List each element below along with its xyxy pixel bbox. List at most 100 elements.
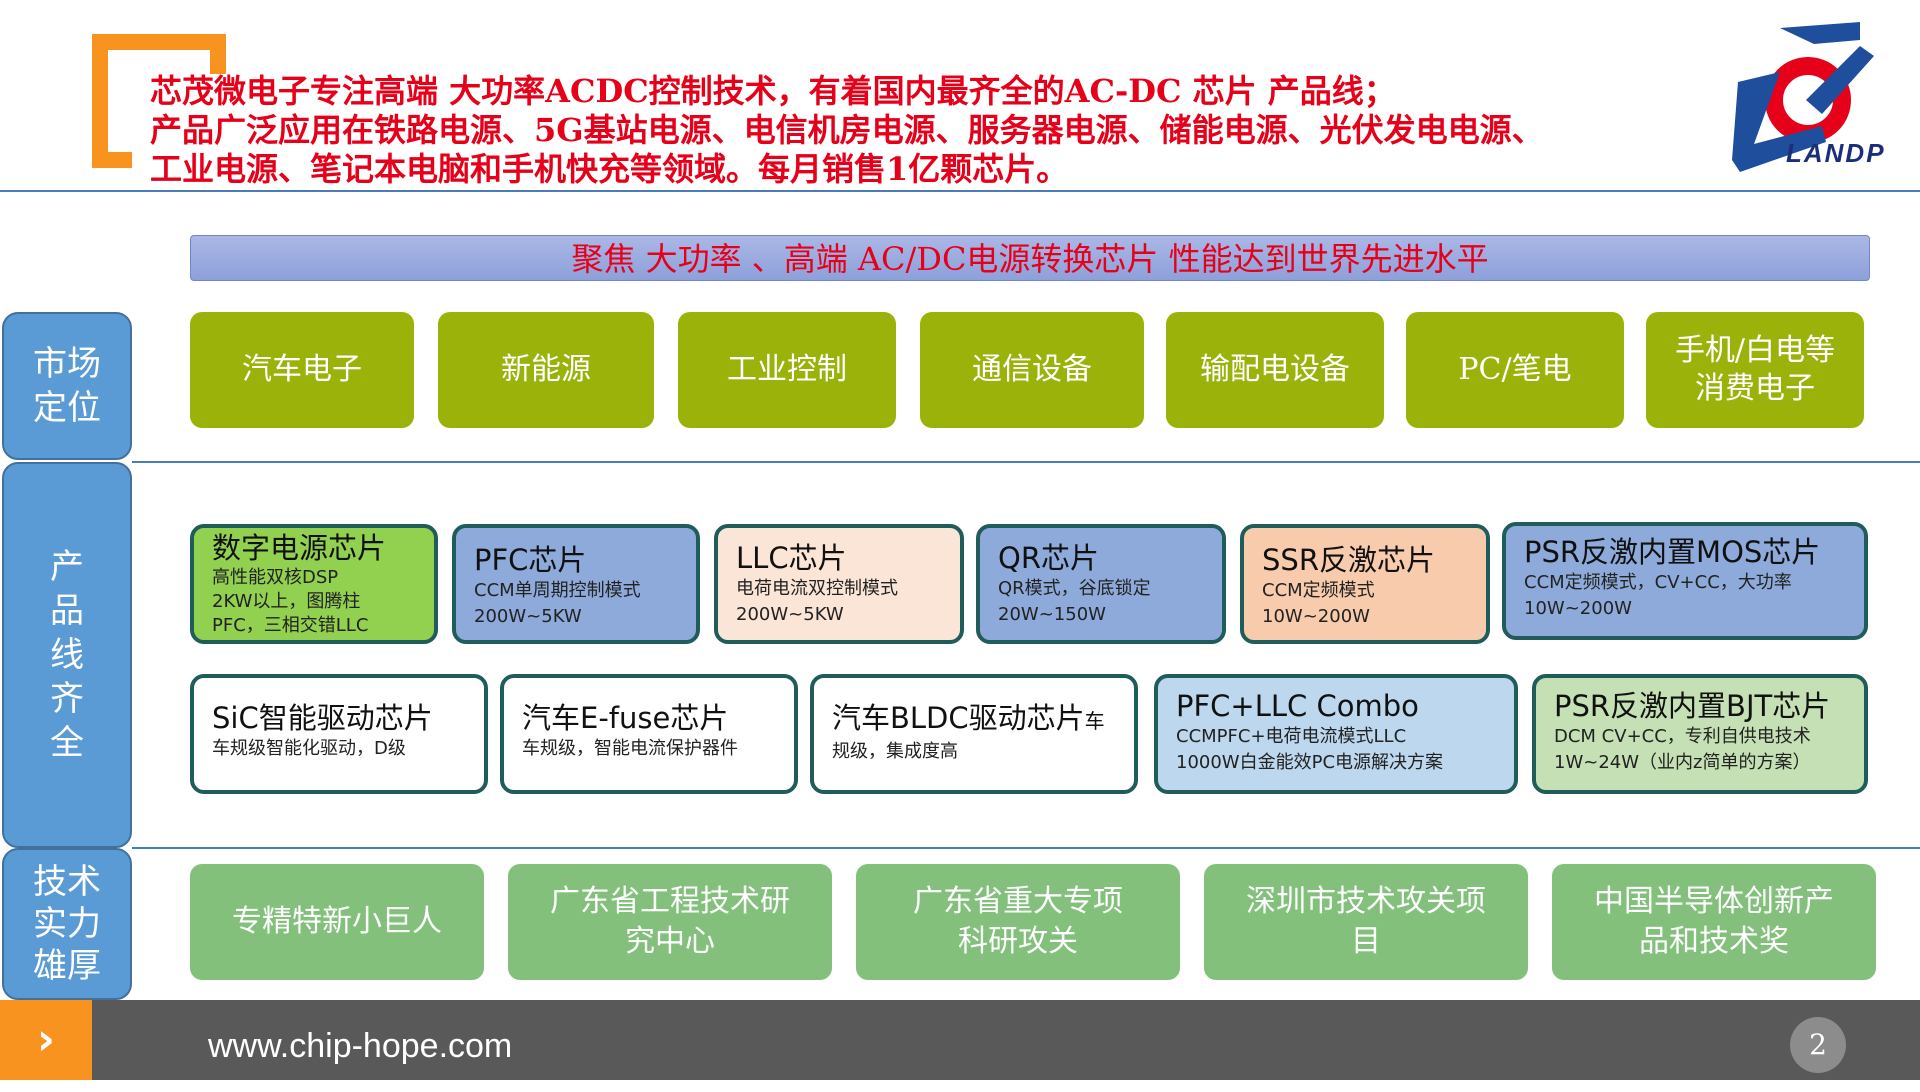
market-label: 新能源 — [501, 352, 591, 387]
chip-desc: CCM定频模式 — [1262, 580, 1375, 601]
bracket-decoration — [92, 34, 108, 168]
product-chip-psr-mos[interactable]: PSR反激内置MOS芯片 CCM定频模式，CV+CC，大功率 10W~200W — [1502, 522, 1868, 640]
market-tile-new-energy[interactable]: 新能源 — [438, 312, 654, 428]
product-chip-pfc-llc-combo[interactable]: PFC+LLC Combo CCMPFC+电荷电流模式LLC 1000W白金能效… — [1154, 674, 1518, 794]
tech-label: 品和技术奖 — [1639, 924, 1789, 959]
chip-title: PFC+LLC Combo — [1176, 689, 1419, 723]
product-chip-qr[interactable]: QR芯片 QR模式，谷底锁定 20W~150W — [976, 524, 1226, 644]
bracket-decoration-right — [210, 34, 226, 74]
market-tile-telecom[interactable]: 通信设备 — [920, 312, 1144, 428]
section-divider — [132, 461, 1920, 463]
tech-tile-major-project[interactable]: 广东省重大专项 科研攻关 — [856, 864, 1180, 980]
tech-label: 广东省工程技术研 — [550, 884, 790, 919]
logo-text: LANDP — [1786, 138, 1886, 168]
chip-desc: 10W~200W — [1262, 606, 1370, 627]
section-divider — [132, 847, 1920, 849]
tech-tile-little-giant[interactable]: 专精特新小巨人 — [190, 864, 484, 980]
bracket-decoration-bottom — [92, 152, 132, 168]
market-label: 手机/白电等 — [1674, 333, 1836, 368]
market-tile-power-distribution[interactable]: 输配电设备 — [1166, 312, 1384, 428]
tech-label: 专精特新小巨人 — [232, 904, 442, 939]
logo-mark-icon: LANDP — [1732, 22, 1886, 172]
chip-desc: 20W~150W — [998, 604, 1106, 625]
chip-desc: CCM单周期控制模式 — [474, 580, 641, 601]
market-tile-consumer[interactable]: 手机/白电等 消费电子 — [1646, 312, 1864, 428]
product-chip-sic-driver[interactable]: SiC智能驱动芯片 车规级智能化驱动，D级 — [190, 674, 488, 794]
category-label: 雄厚 — [33, 946, 101, 986]
tech-tile-shenzhen-project[interactable]: 深圳市技术攻关项 目 — [1204, 864, 1528, 980]
chip-desc: 200W~5KW — [736, 604, 844, 625]
product-chip-efuse[interactable]: 汽车E-fuse芯片 车规级，智能电流保护器件 — [500, 674, 798, 794]
header-divider — [0, 190, 1920, 192]
category-label: 品 — [50, 591, 84, 631]
chip-desc: 车规级智能化驱动，D级 — [212, 738, 406, 759]
chip-title: PSR反激内置BJT芯片 — [1554, 689, 1831, 723]
chevron-right-icon[interactable]: › — [0, 1000, 92, 1080]
chip-title: SSR反激芯片 — [1262, 543, 1435, 577]
tech-label: 科研攻关 — [958, 924, 1078, 959]
company-logo: LANDP — [1710, 22, 1910, 172]
chip-title: 汽车E-fuse芯片 — [522, 701, 729, 735]
category-tech: 技术 实力 雄厚 — [2, 848, 132, 1000]
footer-bar — [0, 1000, 1920, 1080]
market-label: 汽车电子 — [242, 352, 362, 387]
chip-title-row: 汽车BLDC驱动芯片车 — [832, 700, 1116, 739]
tech-tile-innovation-award[interactable]: 中国半导体创新产 品和技术奖 — [1552, 864, 1876, 980]
product-chip-psr-bjt[interactable]: PSR反激内置BJT芯片 DCM CV+CC，专利自供电技术 1W~24W（业内… — [1532, 674, 1868, 794]
category-market: 市场 定位 — [2, 312, 132, 460]
chip-title: QR芯片 — [998, 541, 1099, 575]
category-label: 线 — [50, 635, 84, 675]
category-label: 市场 — [33, 344, 101, 384]
chip-desc: 2KW以上，图腾柱 — [212, 591, 361, 612]
chip-desc: 高性能双核DSP — [212, 567, 339, 588]
product-chip-ssr[interactable]: SSR反激芯片 CCM定频模式 10W~200W — [1240, 524, 1490, 644]
tech-label: 广东省重大专项 — [913, 884, 1123, 919]
product-chip-llc[interactable]: LLC芯片 电荷电流双控制模式 200W~5KW — [714, 524, 964, 644]
page-number: 2 — [1790, 1017, 1846, 1073]
product-chip-pfc[interactable]: PFC芯片 CCM单周期控制模式 200W~5KW — [452, 524, 700, 644]
intro-line: 芯茂微电子专注高端 大功率ACDC控制技术，有着国内最齐全的AC-DC 芯片 产… — [150, 72, 1396, 110]
chip-title: SiC智能驱动芯片 — [212, 701, 433, 735]
market-label: 工业控制 — [727, 352, 847, 387]
chip-title: 数字电源芯片 — [212, 531, 387, 565]
focus-banner: 聚焦 大功率 、高端 AC/DC电源转换芯片 性能达到世界先进水平 — [190, 235, 1870, 281]
website-link[interactable]: www.chip-hope.com — [208, 1027, 513, 1065]
chip-desc: 规级，集成度高 — [832, 741, 958, 762]
chip-desc: 电荷电流双控制模式 — [736, 578, 898, 599]
chip-desc: 10W~200W — [1524, 598, 1632, 619]
chip-desc: DCM CV+CC，专利自供电技术 — [1554, 726, 1811, 747]
market-label: 输配电设备 — [1200, 352, 1350, 387]
market-tile-industrial[interactable]: 工业控制 — [678, 312, 896, 428]
chip-desc: 1W~24W（业内z简单的方案） — [1554, 752, 1811, 773]
chip-desc: CCM定频模式，CV+CC，大功率 — [1524, 572, 1792, 593]
chip-title: 汽车BLDC驱动芯片 — [832, 701, 1085, 735]
chip-title: LLC芯片 — [736, 541, 847, 575]
product-chip-bldc[interactable]: 汽车BLDC驱动芯片车 规级，集成度高 — [810, 674, 1138, 794]
tech-tile-engineering-center[interactable]: 广东省工程技术研 究中心 — [508, 864, 832, 980]
chip-title: PSR反激内置MOS芯片 — [1524, 535, 1821, 569]
chip-desc: 200W~5KW — [474, 606, 582, 627]
category-label: 实力 — [33, 904, 101, 944]
product-chip-digital-power[interactable]: 数字电源芯片 高性能双核DSP 2KW以上，图腾柱 PFC，三相交错LLC — [190, 524, 438, 644]
market-tile-auto[interactable]: 汽车电子 — [190, 312, 414, 428]
market-label: PC/笔电 — [1458, 352, 1572, 387]
tech-label: 目 — [1351, 924, 1381, 959]
chip-desc: 车规级，智能电流保护器件 — [522, 738, 738, 759]
market-label: 消费电子 — [1694, 371, 1815, 406]
chip-desc: 1000W白金能效PC电源解决方案 — [1176, 752, 1444, 773]
category-label: 定位 — [33, 388, 101, 428]
market-label: 通信设备 — [972, 352, 1092, 387]
market-tile-pc[interactable]: PC/笔电 — [1406, 312, 1624, 428]
chip-desc: CCMPFC+电荷电流模式LLC — [1176, 726, 1407, 747]
chip-desc: QR模式，谷底锁定 — [998, 578, 1151, 599]
tech-label: 中国半导体创新产 — [1594, 884, 1834, 919]
intro-text: 芯茂微电子专注高端 大功率ACDC控制技术，有着国内最齐全的AC-DC 芯片 产… — [150, 72, 1710, 189]
tech-label: 深圳市技术攻关项 — [1246, 884, 1486, 919]
intro-line: 产品广泛应用在铁路电源、5G基站电源、电信机房电源、服务器电源、储能电源、光伏发… — [150, 111, 1544, 149]
category-label: 齐 — [50, 679, 84, 719]
intro-line: 工业电源、笔记本电脑和手机快充等领域。每月销售1亿颗芯片。 — [150, 150, 1069, 188]
category-label: 技术 — [33, 862, 101, 902]
bracket-decoration-top — [92, 34, 226, 50]
category-label: 产 — [50, 547, 84, 587]
category-product: 产 品 线 齐 全 — [2, 462, 132, 848]
